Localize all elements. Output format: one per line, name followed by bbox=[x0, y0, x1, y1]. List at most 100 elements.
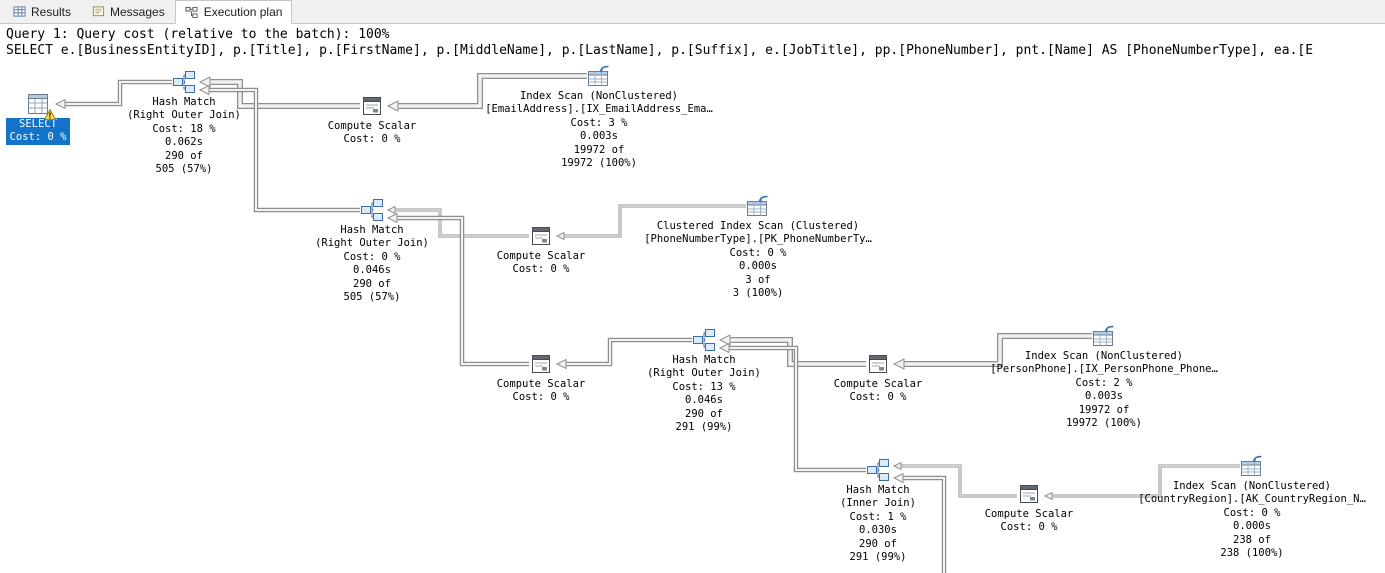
plan-node-index-scan-3-line-4: 238 of bbox=[1233, 533, 1271, 546]
tab-results[interactable]: Results bbox=[2, 0, 81, 23]
plan-node-index-scan-2[interactable]: Index Scan (NonClustered)[PersonPhone].[… bbox=[979, 324, 1229, 430]
result-icon: ! bbox=[26, 92, 57, 121]
plan-node-hash-match-1-line-2: Cost: 18 % bbox=[152, 122, 216, 135]
edge-index-scan-2-to-compute-scalar-4[interactable] bbox=[892, 333, 1092, 370]
edge-compute-scalar-2-to-hash-match-2[interactable] bbox=[386, 205, 529, 238]
plan-node-hash-match-4-line-3: 0.030s bbox=[859, 524, 897, 537]
edge-compute-scalar-5-to-hash-match-4[interactable] bbox=[892, 461, 1017, 498]
edge-offscreen-below-to-hash-match-4[interactable] bbox=[892, 472, 947, 573]
tab-messages-label: Messages bbox=[110, 4, 165, 19]
plan-node-compute-scalar-1-line-0: Compute Scalar bbox=[327, 120, 417, 132]
tab-messages[interactable]: Messages bbox=[81, 0, 175, 23]
plan-node-index-scan-3[interactable]: Index Scan (NonClustered)[CountryRegion]… bbox=[1127, 454, 1377, 560]
plan-node-compute-scalar-5-line-1: Cost: 0 % bbox=[1000, 521, 1058, 534]
plan-node-index-scan-1-line-1: [EmailAddress].[IX_EmailAddress_Ema… bbox=[485, 103, 713, 116]
plan-node-index-scan-3-line-2: Cost: 0 % bbox=[1223, 506, 1281, 519]
index-scan-icon bbox=[746, 194, 770, 218]
plan-node-index-scan-2-line-2: Cost: 2 % bbox=[1075, 376, 1133, 389]
plan-node-index-scan-1-line-2: Cost: 3 % bbox=[570, 116, 628, 129]
plan-node-clustered-index-scan-line-4: 3 of bbox=[745, 273, 771, 286]
plan-node-clustered-index-scan[interactable]: Clustered Index Scan (Clustered)[PhoneNu… bbox=[633, 194, 883, 300]
plan-node-hash-match-2-line-5: 505 (57%) bbox=[343, 291, 401, 304]
plan-node-hash-match-3[interactable]: Hash Match(Right Outer Join)Cost: 13 %0.… bbox=[579, 328, 829, 434]
edge-hash-match-4-to-hash-match-3[interactable] bbox=[718, 342, 866, 473]
plan-node-hash-match-1-line-3: 0.062s bbox=[165, 136, 203, 149]
index-scan-icon bbox=[1240, 454, 1264, 478]
plan-node-hash-match-2-line-3: 0.046s bbox=[353, 264, 391, 277]
hash-match-icon bbox=[866, 458, 890, 482]
plan-node-clustered-index-scan-line-5: 3 (100%) bbox=[732, 287, 784, 300]
edge-clustered-index-scan-to-compute-scalar-2[interactable] bbox=[555, 204, 746, 241]
execution-plan-icon bbox=[185, 5, 199, 19]
plan-node-index-scan-2-line-4: 19972 of bbox=[1078, 403, 1130, 416]
plan-node-hash-match-1-line-0: Hash Match bbox=[152, 96, 216, 108]
tab-execution-plan[interactable]: Execution plan bbox=[174, 0, 293, 24]
plan-node-index-scan-2-line-0: Index Scan (NonClustered) bbox=[1024, 350, 1184, 362]
query-cost-line: Query 1: Query cost (relative to the bat… bbox=[6, 27, 390, 42]
edge-compute-scalar-3-to-hash-match-2[interactable] bbox=[386, 212, 529, 367]
plan-node-index-scan-1-line-3: 0.003s bbox=[580, 130, 618, 143]
plan-node-clustered-index-scan-text: Clustered Index Scan (Clustered)[PhoneNu… bbox=[644, 220, 872, 300]
index-scan-icon bbox=[587, 64, 611, 88]
plan-node-index-scan-3-line-0: Index Scan (NonClustered) bbox=[1172, 480, 1332, 492]
plan-node-index-scan-1-line-5: 19972 (100%) bbox=[561, 157, 637, 170]
results-grid-icon bbox=[12, 5, 26, 19]
plan-node-select-line-0: SELECT bbox=[19, 118, 57, 130]
plan-node-compute-scalar-5-line-0: Compute Scalar bbox=[984, 508, 1074, 520]
plan-node-compute-scalar-2-line-0: Compute Scalar bbox=[496, 250, 586, 262]
plan-node-compute-scalar-4-line-1: Cost: 0 % bbox=[849, 391, 907, 404]
plan-node-hash-match-4-line-0: Hash Match bbox=[846, 484, 910, 496]
plan-node-hash-match-1-line-5: 505 (57%) bbox=[155, 163, 213, 176]
hash-match-icon bbox=[360, 198, 384, 222]
compute-scalar-icon bbox=[529, 224, 553, 248]
tab-results-label: Results bbox=[31, 4, 72, 19]
edge-index-scan-1-to-compute-scalar-1[interactable] bbox=[386, 73, 587, 112]
edge-hash-match-1-to-select[interactable] bbox=[54, 79, 172, 110]
edge-hash-match-3-to-compute-scalar-3[interactable] bbox=[555, 337, 692, 370]
plan-node-clustered-index-scan-line-1: [PhoneNumberType].[PK_PhoneNumberTy… bbox=[644, 233, 872, 246]
plan-node-index-scan-1-line-4: 19972 of bbox=[573, 143, 625, 156]
compute-scalar-icon bbox=[529, 352, 553, 376]
plan-node-index-scan-3-text: Index Scan (NonClustered)[CountryRegion]… bbox=[1138, 480, 1366, 560]
plan-node-index-scan-3-line-5: 238 (100%) bbox=[1220, 547, 1284, 560]
plan-node-index-scan-2-line-3: 0.003s bbox=[1085, 390, 1123, 403]
plan-node-hash-match-2-line-4: 290 of bbox=[353, 277, 391, 290]
plan-node-index-scan-2-line-1: [PersonPhone].[IX_PersonPhone_Phone… bbox=[990, 363, 1218, 376]
plan-node-compute-scalar-4-line-0: Compute Scalar bbox=[833, 378, 923, 390]
results-tab-bar: Results Messages Execution plan bbox=[0, 0, 1385, 24]
edge-hash-match-2-to-hash-match-1[interactable] bbox=[198, 84, 360, 213]
plan-node-select-line-1: Cost: 0 % bbox=[9, 131, 67, 144]
plan-node-hash-match-3-line-0: Hash Match bbox=[672, 354, 736, 366]
plan-node-hash-match-3-line-1: (Right Outer Join) bbox=[647, 367, 761, 380]
plan-node-index-scan-1-text: Index Scan (NonClustered)[EmailAddress].… bbox=[485, 90, 713, 170]
plan-node-index-scan-3-line-3: 0.000s bbox=[1233, 520, 1271, 533]
edge-compute-scalar-1-to-hash-match-1[interactable] bbox=[198, 76, 360, 109]
plan-node-hash-match-1-text: Hash Match(Right Outer Join)Cost: 18 %0.… bbox=[127, 96, 241, 176]
plan-node-hash-match-2-line-2: Cost: 0 % bbox=[343, 250, 401, 263]
plan-node-hash-match-2[interactable]: Hash Match(Right Outer Join)Cost: 0 %0.0… bbox=[247, 198, 497, 304]
plan-node-index-scan-1[interactable]: Index Scan (NonClustered)[EmailAddress].… bbox=[474, 64, 724, 170]
hash-match-icon bbox=[692, 328, 716, 352]
plan-node-index-scan-1-line-0: Index Scan (NonClustered) bbox=[519, 90, 679, 102]
plan-node-hash-match-3-line-3: 0.046s bbox=[685, 394, 723, 407]
plan-node-hash-match-4-line-5: 291 (99%) bbox=[849, 551, 907, 564]
plan-node-hash-match-2-text: Hash Match(Right Outer Join)Cost: 0 %0.0… bbox=[315, 224, 429, 304]
edge-index-scan-3-to-compute-scalar-5[interactable] bbox=[1043, 464, 1240, 501]
plan-node-hash-match-1[interactable]: Hash Match(Right Outer Join)Cost: 18 %0.… bbox=[59, 70, 309, 176]
plan-node-compute-scalar-3-line-0: Compute Scalar bbox=[496, 378, 586, 390]
edge-compute-scalar-4-to-hash-match-3[interactable] bbox=[718, 334, 866, 367]
